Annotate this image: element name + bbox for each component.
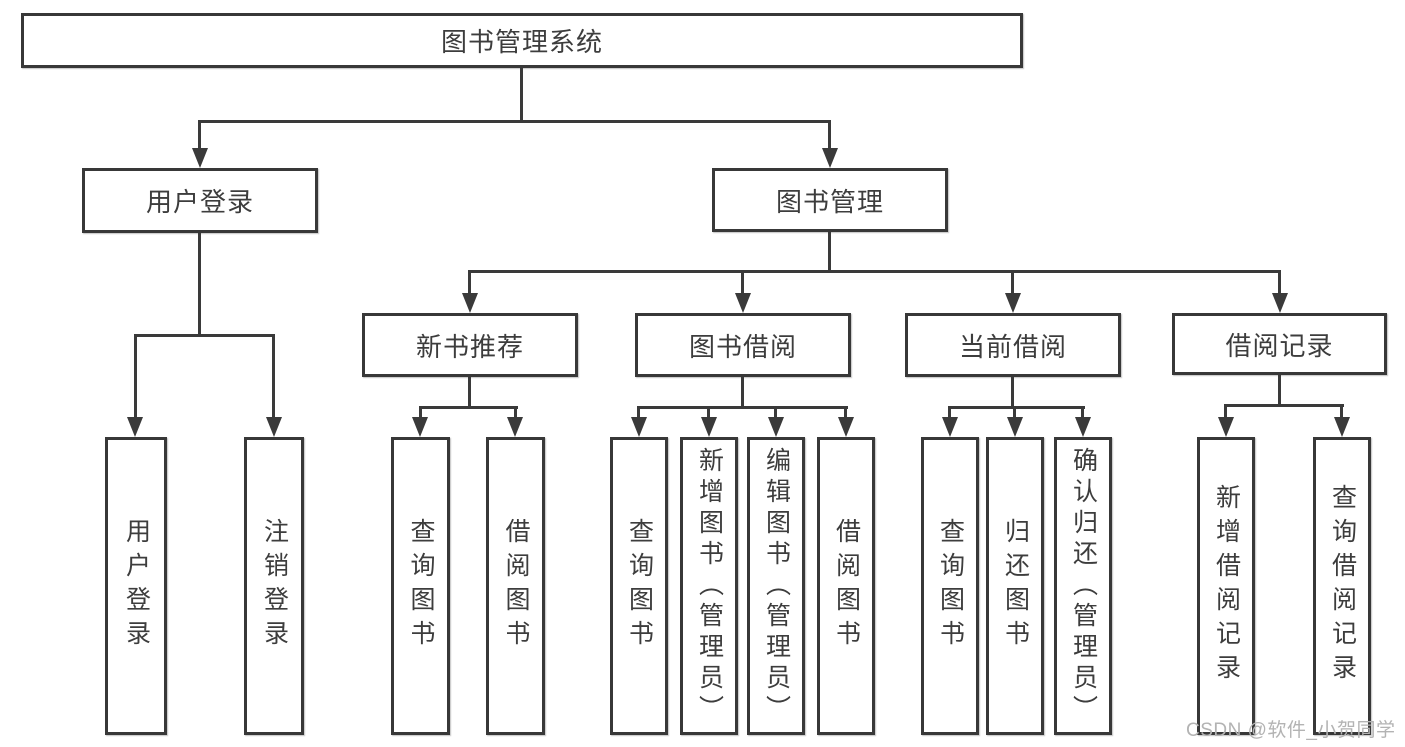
- connector-vline: [774, 406, 777, 421]
- connector-vline: [514, 406, 517, 421]
- arrowhead-icon: [735, 293, 751, 313]
- node-current-borrowing: 当前借阅: [905, 313, 1121, 377]
- arrowhead-icon: [1007, 417, 1023, 437]
- arrowhead-icon: [1272, 293, 1288, 313]
- connector-hline: [468, 270, 1281, 273]
- leaf-query-books-borrowing: 查询图书: [610, 437, 668, 735]
- connector-hline: [419, 406, 518, 409]
- connector-vline: [1011, 270, 1014, 296]
- arrowhead-icon: [701, 417, 717, 437]
- connector-vline: [198, 120, 201, 152]
- leaf-borrow-books-borrowing: 借阅图书: [817, 437, 875, 735]
- connector-vline: [1081, 406, 1084, 421]
- connector-vline: [419, 406, 422, 421]
- leaf-return-books: 归还图书: [986, 437, 1044, 735]
- connector-hline: [1224, 404, 1344, 407]
- leaf-add-borrow-record: 新增借阅记录: [1197, 437, 1255, 735]
- arrowhead-icon: [1005, 293, 1021, 313]
- leaf-borrow-books-recommend: 借阅图书: [486, 437, 545, 735]
- connector-hline: [637, 406, 848, 409]
- node-library-management-system: 图书管理系统: [21, 13, 1023, 68]
- connector-vline: [741, 270, 744, 296]
- node-new-book-recommend: 新书推荐: [362, 313, 578, 377]
- connector-vline: [520, 68, 523, 122]
- arrowhead-icon: [942, 417, 958, 437]
- connector-vline: [1224, 404, 1227, 421]
- arrowhead-icon: [1075, 417, 1091, 437]
- connector-vline: [468, 377, 471, 408]
- arrowhead-icon: [127, 417, 143, 437]
- connector-vline: [844, 406, 847, 421]
- arrowhead-icon: [822, 148, 838, 168]
- connector-hline: [198, 120, 831, 123]
- arrowhead-icon: [838, 417, 854, 437]
- arrowhead-icon: [1334, 417, 1350, 437]
- leaf-user-login: 用户登录: [105, 437, 167, 735]
- connector-hline: [948, 406, 1085, 409]
- arrowhead-icon: [507, 417, 523, 437]
- leaf-add-books-admin: 新增图书（管理员）: [680, 437, 738, 735]
- csdn-watermark: CSDN @软件_小贺同学: [1186, 720, 1396, 741]
- connector-vline: [637, 406, 640, 421]
- arrowhead-icon: [1218, 417, 1234, 437]
- leaf-query-books-recommend: 查询图书: [391, 437, 450, 735]
- arrowhead-icon: [768, 417, 784, 437]
- leaf-logout: 注销登录: [244, 437, 304, 735]
- connector-vline: [1278, 375, 1281, 406]
- connector-hline: [134, 334, 275, 337]
- connector-vline: [1011, 377, 1014, 408]
- connector-vline: [1278, 270, 1281, 296]
- node-borrowing-records: 借阅记录: [1172, 313, 1387, 375]
- arrowhead-icon: [462, 293, 478, 313]
- connector-vline: [828, 232, 831, 272]
- node-book-management: 图书管理: [712, 168, 948, 232]
- arrowhead-icon: [192, 148, 208, 168]
- connector-vline: [707, 406, 710, 421]
- connector-vline: [828, 120, 831, 152]
- leaf-query-borrow-record: 查询借阅记录: [1313, 437, 1371, 735]
- connector-vline: [948, 406, 951, 421]
- arrowhead-icon: [412, 417, 428, 437]
- leaf-edit-books-admin: 编辑图书（管理员）: [747, 437, 805, 735]
- connector-vline: [198, 233, 201, 336]
- connector-vline: [468, 270, 471, 296]
- node-user-login: 用户登录: [82, 168, 318, 233]
- connector-vline: [134, 334, 137, 420]
- leaf-query-books-current: 查询图书: [921, 437, 979, 735]
- connector-vline: [1013, 406, 1016, 421]
- arrowhead-icon: [631, 417, 647, 437]
- connector-vline: [1340, 404, 1343, 421]
- leaf-confirm-return-admin: 确认归还（管理员）: [1054, 437, 1112, 735]
- arrowhead-icon: [266, 417, 282, 437]
- node-book-borrowing: 图书借阅: [635, 313, 851, 377]
- connector-vline: [272, 334, 275, 420]
- connector-vline: [741, 377, 744, 408]
